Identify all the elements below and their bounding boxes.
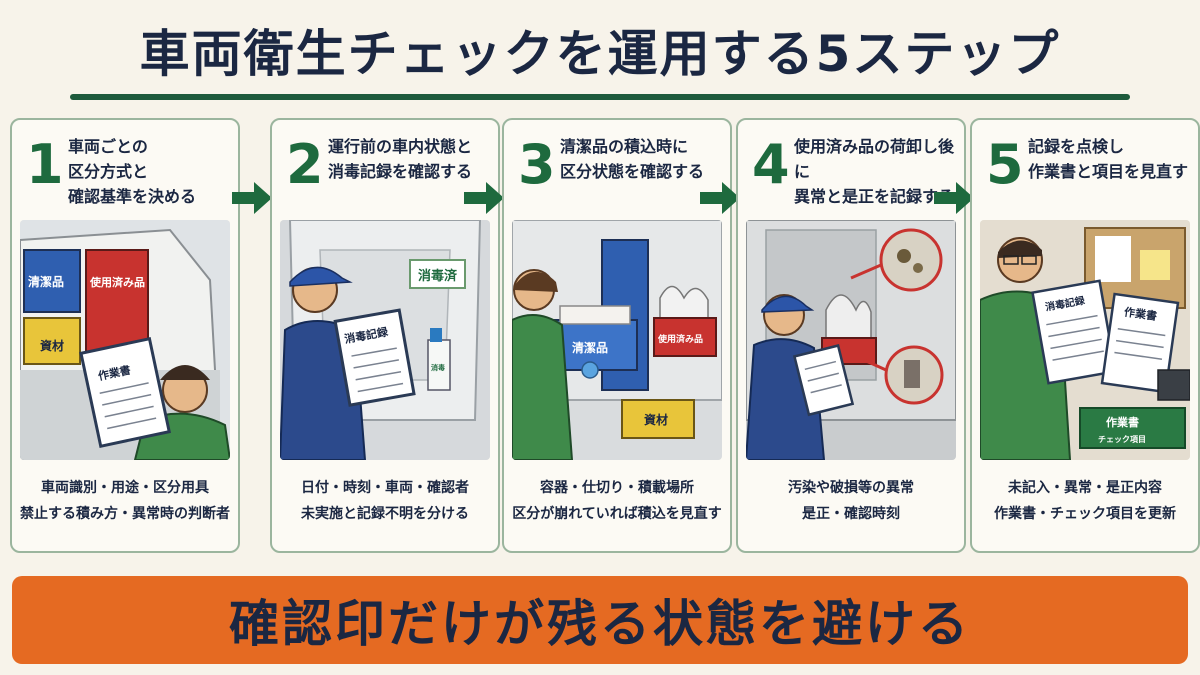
caption-line: 車両識別・用途・区分用具 bbox=[41, 480, 209, 496]
step-number: 5 bbox=[986, 133, 1024, 196]
step-caption: 未記入・異常・是正内容 作業書・チェック項目を更新 bbox=[976, 475, 1194, 527]
label-used: 使用済み品 bbox=[657, 333, 703, 345]
caption-line: 日付・時刻・車両・確認者 bbox=[301, 480, 469, 496]
step-caption: 汚染や破損等の異常 是正・確認時刻 bbox=[742, 475, 960, 527]
caption-line: 区分が崩れていれば積込を見直す bbox=[512, 506, 722, 522]
van-illustration: 清潔品 使用済み品 資材 作業書 bbox=[20, 220, 230, 460]
step-card-2: 2 運行前の車内状態と 消毒記録を確認する 消毒済 消毒 消毒記録 日付・ bbox=[270, 118, 500, 553]
caption-line: 是正・確認時刻 bbox=[802, 506, 900, 522]
spray-label: 消毒 bbox=[431, 363, 445, 372]
title-underline bbox=[70, 94, 1130, 100]
book-label: 作業書 bbox=[1106, 415, 1139, 429]
step-number: 4 bbox=[752, 133, 790, 196]
label-material: 資材 bbox=[40, 338, 64, 353]
step-heading: 運行前の車内状態と 消毒記録を確認する bbox=[328, 137, 473, 181]
step-caption: 車両識別・用途・区分用具 禁止する積み方・異常時の判断者 bbox=[16, 475, 234, 527]
step-heading: 車両ごとの 区分方式と 確認基準を決める bbox=[68, 137, 197, 206]
page-title: 車両衛生チェックを運用する5ステップ bbox=[139, 25, 1061, 83]
loading-illustration: 清潔品 使用済み品 資材 bbox=[512, 220, 722, 460]
caption-line: 汚染や破損等の異常 bbox=[788, 480, 914, 496]
disinfected-sign: 消毒済 bbox=[418, 268, 458, 284]
van-interior-illustration: 消毒済 消毒 消毒記録 bbox=[280, 220, 490, 460]
label-clean: 清潔品 bbox=[28, 274, 64, 289]
book-sub-label: チェック項目 bbox=[1098, 434, 1146, 444]
manual-label: 作業書 bbox=[1123, 305, 1158, 323]
step-caption: 日付・時刻・車両・確認者 未実施と記録不明を分ける bbox=[276, 475, 494, 527]
caption-line: 禁止する積み方・異常時の判断者 bbox=[20, 506, 230, 522]
arrow-right-icon bbox=[700, 182, 740, 214]
step-number: 2 bbox=[286, 133, 324, 196]
label-material: 資材 bbox=[644, 412, 668, 427]
step-number: 1 bbox=[26, 133, 64, 196]
caption-line: 容器・仕切り・積載場所 bbox=[540, 480, 694, 496]
arrow-right-icon bbox=[934, 182, 974, 214]
step-heading: 清潔品の積込時に 区分状態を確認する bbox=[560, 137, 705, 181]
step-card-3: 3 清潔品の積込時に 区分状態を確認する 清潔品 使用済み品 資材 容器・仕切り… bbox=[502, 118, 732, 553]
arrow-right-icon bbox=[464, 182, 504, 214]
step-heading: 使用済み品の荷卸し後に 異常と是正を記録する bbox=[794, 137, 955, 206]
clipboard-label: 作業書 bbox=[97, 363, 132, 384]
step-caption: 容器・仕切り・積載場所 区分が崩れていれば積込を見直す bbox=[508, 475, 726, 527]
step-number: 3 bbox=[518, 133, 556, 196]
label-used: 使用済み品 bbox=[89, 275, 145, 289]
banner-text: 確認印だけが残る状態を避ける bbox=[229, 595, 971, 653]
step-heading: 記録を点検し 作業書と項目を見直す bbox=[1028, 137, 1189, 181]
arrow-right-icon bbox=[232, 182, 272, 214]
inspection-illustration bbox=[746, 220, 956, 460]
step-card-4: 4 使用済み品の荷卸し後に 異常と是正を記録する bbox=[736, 118, 966, 553]
label-clean: 清潔品 bbox=[572, 340, 608, 355]
caption-line: 未実施と記録不明を分ける bbox=[301, 506, 469, 522]
step-card-1: 1 車両ごとの 区分方式と 確認基準を決める 清潔品 使用済み品 資材 作業書 bbox=[10, 118, 240, 553]
step-card-5: 5 記録を点検し 作業書と項目を見直す 消毒記録 作業書 bbox=[970, 118, 1200, 553]
caption-line: 作業書・チェック項目を更新 bbox=[994, 506, 1176, 522]
bottom-banner: 確認印だけが残る状態を避ける bbox=[12, 576, 1188, 664]
review-illustration: 消毒記録 作業書 作業書 チェック項目 bbox=[980, 220, 1190, 460]
caption-line: 未記入・異常・是正内容 bbox=[1008, 480, 1162, 496]
